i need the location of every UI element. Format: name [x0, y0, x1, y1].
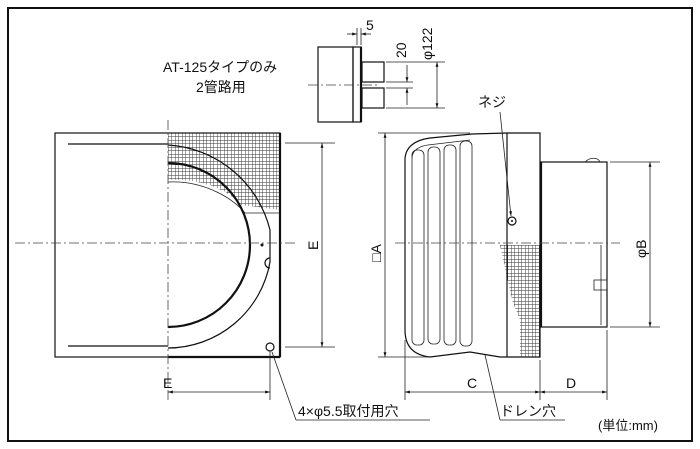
model-note-line1: AT-125タイプのみ [163, 59, 277, 75]
drawing-frame [7, 7, 693, 442]
front-view [15, 120, 430, 421]
dim-tube-gap-label: 20 [393, 42, 409, 58]
side-view [378, 111, 660, 421]
drain-hole-label: ドレン穴 [500, 403, 556, 419]
dim-e-vertical-label: E [305, 241, 321, 250]
mounting-hole-label: 4×φ5.5取付用穴 [298, 403, 399, 419]
dim-a-label: □A [368, 244, 384, 262]
dim-diameter-label: φ122 [419, 27, 435, 60]
dim-e-horizontal-label: E [163, 375, 172, 391]
top-view: 5 20 φ122 [308, 17, 445, 123]
dim-b-label: φB [633, 240, 649, 258]
unit-note: (単位:mm) [598, 418, 658, 433]
dim-d-label: D [566, 375, 576, 391]
screw-label: ネジ [478, 94, 506, 110]
dim-flange-label: 5 [366, 17, 374, 33]
dim-c-label: C [467, 375, 477, 391]
model-note-line2: 2管路用 [196, 79, 246, 95]
